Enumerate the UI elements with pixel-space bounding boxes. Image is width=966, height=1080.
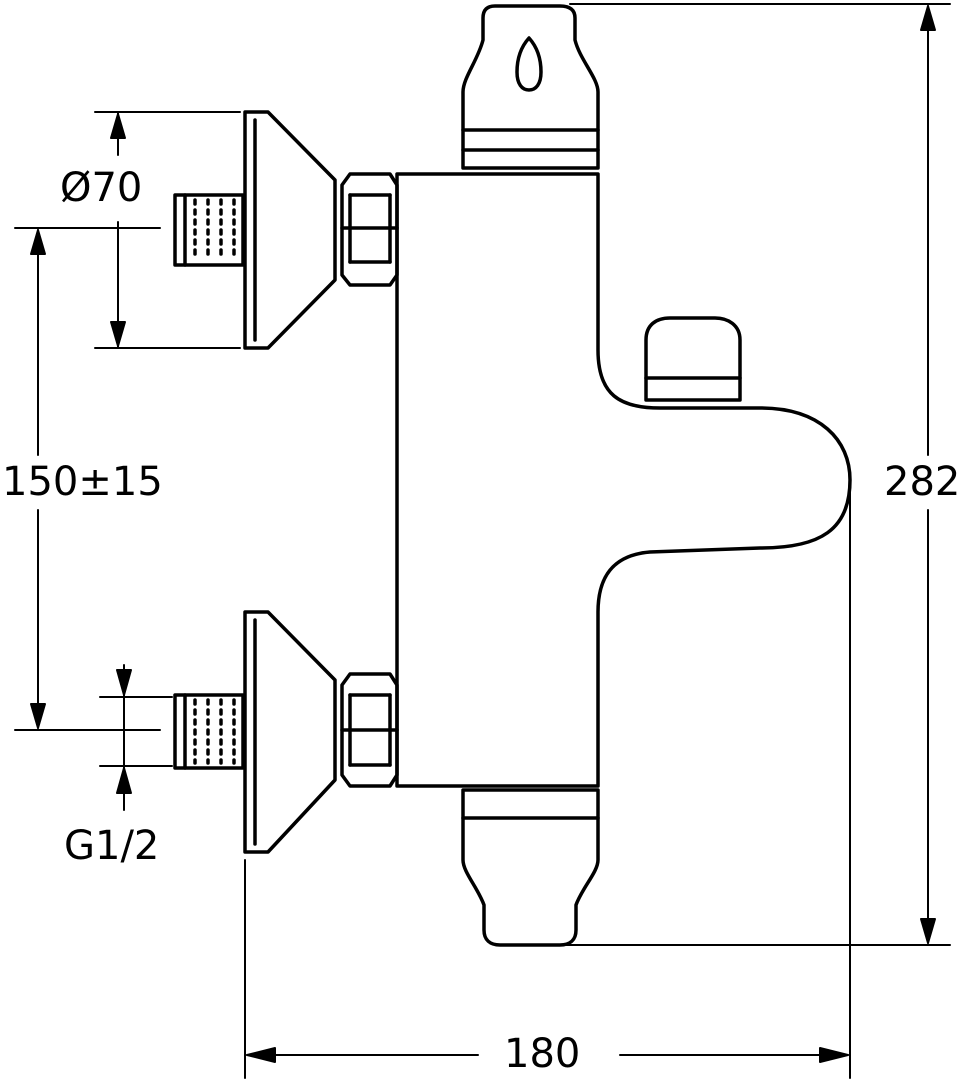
total-depth-label: 180: [502, 1031, 583, 1077]
outlet-knob: [644, 316, 742, 402]
lower-threaded-connector: [173, 693, 245, 770]
lower-hex-nut: [340, 672, 399, 788]
arrow-icon: [110, 113, 126, 139]
upper-hex-nut: [340, 172, 399, 287]
connection-thread-label: G1/2: [62, 823, 162, 869]
arrow-icon: [110, 321, 126, 347]
bottom-flow-handle: [461, 788, 600, 947]
arrow-icon: [819, 1047, 849, 1063]
arrow-icon: [116, 669, 132, 696]
lower-rosette-flange: [243, 610, 337, 854]
valve-body: [395, 172, 852, 788]
arrow-icon: [920, 5, 936, 31]
handle-teardrop-mark: [515, 36, 543, 92]
upper-threaded-connector: [173, 193, 245, 267]
top-temperature-handle: [461, 4, 600, 170]
arrow-icon: [246, 1047, 276, 1063]
arrow-icon: [30, 229, 46, 255]
total-height-label: 282: [882, 459, 963, 505]
arrow-icon: [30, 703, 46, 729]
dimension-lines: [14, 3, 951, 1079]
flange-diameter-label: Ø70: [58, 165, 145, 211]
upper-rosette-flange: [243, 110, 337, 350]
arrow-icon: [920, 918, 936, 944]
arrow-icon: [116, 767, 132, 794]
inlet-spacing-label: 150±15: [0, 459, 165, 505]
